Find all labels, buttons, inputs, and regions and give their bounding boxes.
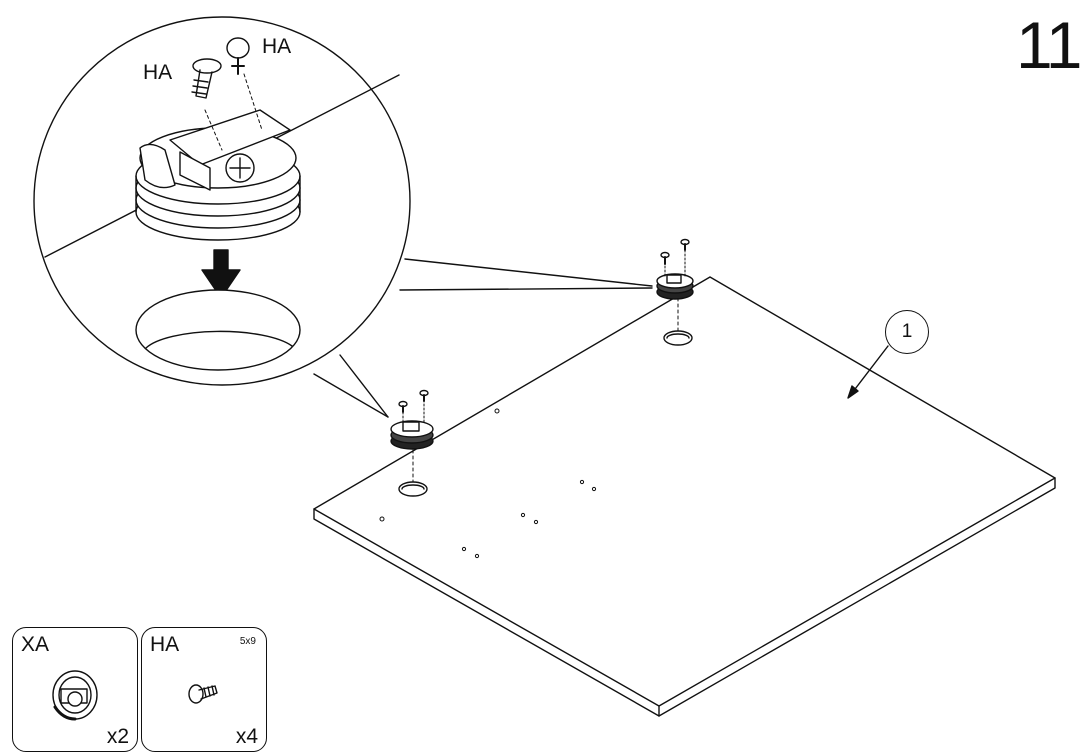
part-1-leader (847, 345, 889, 399)
screw-icon (680, 238, 690, 251)
parts-box-ha: HA 5x9 x4 (141, 627, 267, 752)
hole-detail (135, 289, 301, 371)
panel-holes (379, 408, 597, 559)
screw-icon (660, 251, 670, 265)
part-number-label: 1 (885, 310, 929, 354)
part-code: XA (21, 633, 50, 656)
cam-lock-fitting-icon (52, 670, 98, 721)
parts-box-xa: XA x2 (12, 627, 138, 752)
screw-detail-left (191, 58, 223, 151)
detail-callout-bubble (33, 16, 653, 418)
part-quantity: x2 (106, 725, 129, 748)
callout-label-screw-left: HA (143, 61, 173, 84)
screw-icon (188, 684, 218, 704)
panel-part-1 (313, 276, 1056, 717)
insert-arrow-icon (201, 249, 241, 299)
fitting-left (390, 389, 434, 483)
callout-label-screw-right: HA (262, 35, 292, 58)
part-code: HA (150, 633, 180, 656)
fitting-right (656, 238, 694, 332)
screw-icon (419, 389, 429, 402)
screw-icon (398, 400, 408, 413)
part-size: 5x9 (239, 636, 256, 647)
part-quantity: x4 (235, 725, 258, 748)
screw-detail-right (226, 37, 263, 131)
cam-fitting-detail (135, 109, 301, 241)
step-number: 11 (1016, 8, 1083, 82)
